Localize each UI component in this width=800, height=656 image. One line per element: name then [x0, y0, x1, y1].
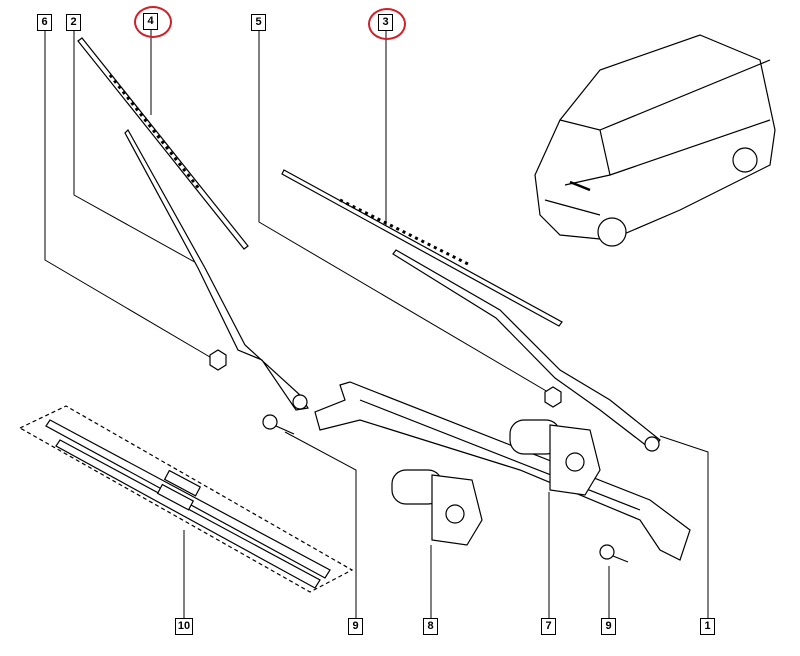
callout-7[interactable]: 7 — [541, 618, 556, 635]
nut-5 — [544, 386, 562, 408]
nut-6 — [209, 349, 227, 371]
callout-6[interactable]: 6 — [37, 14, 52, 31]
van-illustration — [534, 34, 776, 247]
bolt-9-left — [262, 414, 278, 430]
highlight-ring-3 — [368, 8, 406, 40]
wiper-motor-8 — [391, 469, 483, 546]
callout-9-right[interactable]: 9 — [601, 618, 616, 635]
callout-10[interactable]: 10 — [175, 618, 193, 635]
callout-8[interactable]: 8 — [423, 618, 438, 635]
wiper-blade-right — [281, 169, 563, 327]
callout-3[interactable]: 3 — [378, 14, 393, 31]
callout-9-left[interactable]: 9 — [348, 618, 363, 635]
callout-1[interactable]: 1 — [700, 618, 715, 635]
wiper-blade-set-10 — [18, 405, 354, 593]
bolt-9-right — [599, 544, 615, 560]
callout-4[interactable]: 4 — [143, 13, 158, 30]
highlight-ring-4 — [134, 6, 172, 38]
linkage-1 — [314, 381, 691, 561]
wiper-motor-7 — [509, 419, 601, 496]
parts — [77, 37, 691, 563]
callout-2[interactable]: 2 — [66, 14, 81, 31]
wiper-arm-left — [124, 129, 309, 411]
leader-lines — [44, 30, 709, 620]
callout-5[interactable]: 5 — [251, 14, 266, 31]
